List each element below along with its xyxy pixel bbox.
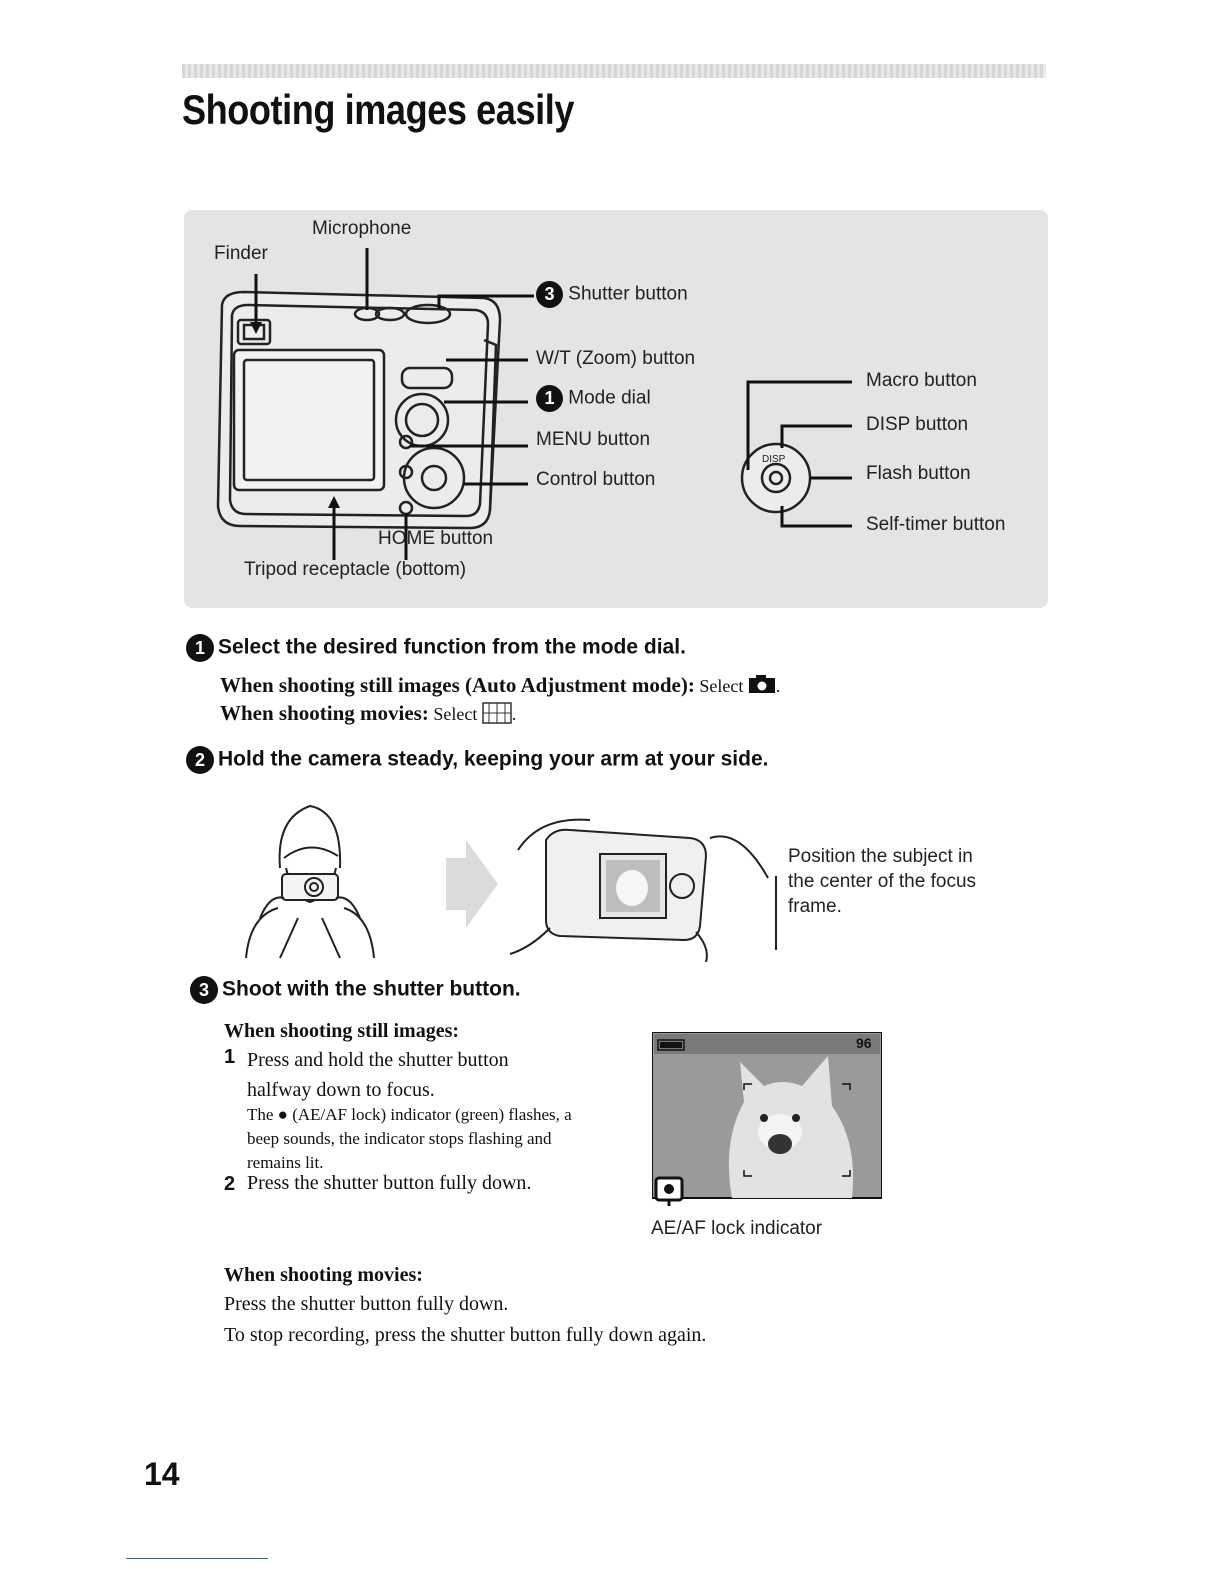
camera-mode-icon [748, 675, 775, 693]
movies-heading: When shooting movies: [224, 1264, 423, 1286]
battery-icon [657, 1039, 685, 1051]
item1-number: 1 [224, 1046, 236, 1068]
tripod-receptacle-label: Tripod receptacle (bottom) [244, 559, 467, 580]
page-title: Shooting images easily [182, 86, 574, 133]
mode-dial-label: 1 Mode dial [536, 385, 651, 412]
item1-note: The ● (AE/AF lock) indicator (green) fla… [247, 1105, 572, 1172]
page-number: 14 [144, 1456, 180, 1492]
zoom-button-label: W/T (Zoom) button [536, 348, 696, 369]
lcd-preview-image [652, 1032, 882, 1206]
step1-still-line: When shooting still images (Auto Adjustm… [220, 673, 781, 697]
camera-diagram-illustration: DISP [216, 248, 852, 560]
disp-small-label: DISP [762, 454, 786, 465]
step2-heading-text: Hold the camera steady, keeping your arm… [218, 747, 769, 771]
menu-button-label: MENU button [536, 429, 651, 450]
shots-remaining-count: 96 [856, 1035, 872, 1051]
holding-camera-illustration [245, 804, 777, 962]
item1-text: Press and hold the shutter button halfwa… [247, 1049, 509, 1101]
still-mode-label: When shooting still images (Auto Adjustm… [220, 673, 695, 697]
step1-movie-line: When shooting movies: Select . [220, 701, 517, 725]
step-number-badge: 1 [186, 634, 214, 662]
step-number-badge: 1 [536, 385, 563, 412]
flash-button-label: Flash button [866, 463, 971, 484]
home-button-label: HOME button [378, 528, 494, 549]
item2-text: Press the shutter button fully down. [247, 1172, 532, 1194]
macro-button-label: Macro button [866, 370, 977, 391]
footer-rule [126, 1558, 268, 1559]
movie-instruction-2: To stop recording, press the shutter but… [224, 1324, 707, 1346]
step-number-badge: 3 [536, 281, 563, 308]
still-images-heading: When shooting still images: [224, 1020, 460, 1042]
aeaf-lock-label: AE/AF lock indicator [651, 1218, 823, 1239]
finder-label: Finder [214, 243, 268, 264]
disp-button-label: DISP button [866, 414, 969, 435]
header-rule [182, 64, 1046, 78]
control-button-label: Control button [536, 469, 656, 490]
focus-frame-caption: Position the subject in the center of th… [788, 846, 977, 917]
shutter-button-label: 3 Shutter button [536, 281, 688, 308]
mode-dial-text: Mode dial [568, 387, 651, 409]
step-number-badge: 3 [190, 976, 218, 1004]
microphone-label: Microphone [312, 218, 412, 239]
movie-mode-icon [482, 702, 512, 724]
self-timer-button-label: Self-timer button [866, 514, 1006, 535]
movie-instruction-1: Press the shutter button fully down. [224, 1293, 509, 1315]
step-number-badge: 2 [186, 746, 214, 774]
item2-number: 2 [224, 1173, 236, 1195]
shutter-button-text: Shutter button [568, 283, 688, 305]
movie-mode-label: When shooting movies: [220, 701, 429, 725]
step3-heading-text: Shoot with the shutter button. [222, 977, 521, 1001]
step1-heading-text: Select the desired function from the mod… [218, 635, 686, 659]
